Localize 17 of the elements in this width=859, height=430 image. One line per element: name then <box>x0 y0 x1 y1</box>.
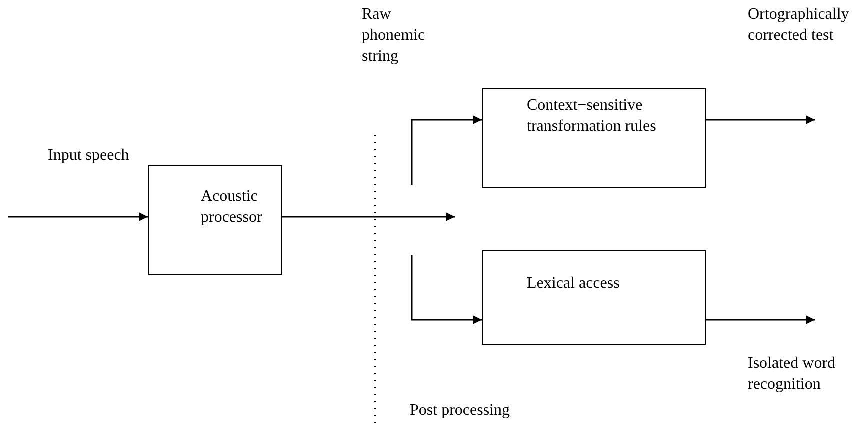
input-label: Input speech <box>48 146 130 166</box>
box-label: Lexical access <box>527 274 621 294</box>
arrow <box>706 316 815 324</box>
arrow <box>8 212 148 222</box>
output-label: Isolated word recognition <box>748 354 837 395</box>
note-text: Raw phonemic string <box>362 5 426 67</box>
arrow <box>411 116 482 185</box>
arrow <box>411 255 482 324</box>
arrow <box>706 116 815 124</box>
process-box <box>148 165 282 275</box>
stage-label: Post processing <box>410 401 511 421</box>
box-label: Context−sensitive transformation rules <box>527 96 658 137</box>
output-label: Ortographically corrected test <box>748 5 850 46</box>
process-box <box>482 88 706 188</box>
process-box <box>482 250 706 345</box>
box-label: Acoustic processor <box>201 187 264 228</box>
arrow <box>282 212 455 222</box>
